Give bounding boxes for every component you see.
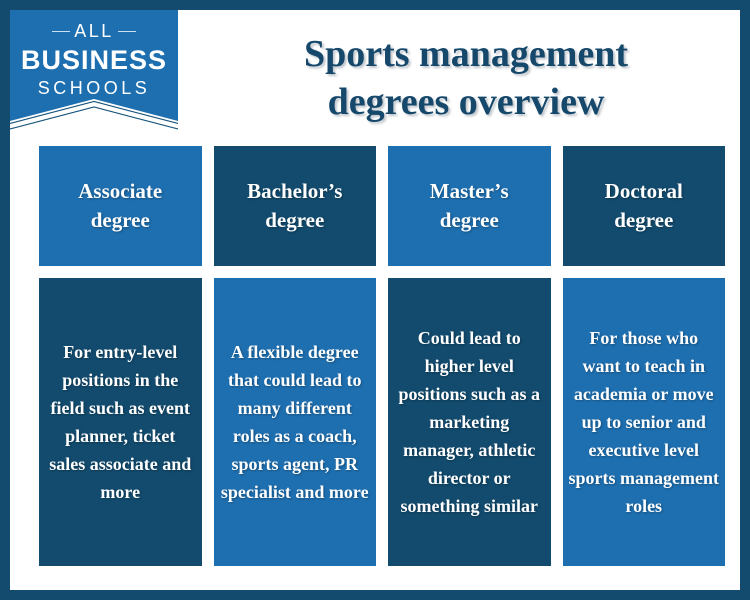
degree-body-masters: Could lead to higher level positions suc…: [388, 278, 551, 566]
degree-header-bachelors[interactable]: Bachelor’s degree: [213, 146, 376, 266]
degree-header-masters-line-2: degree: [439, 208, 499, 232]
degree-body-doctoral: For those who want to teach in academia …: [562, 278, 725, 566]
degree-column-masters: Master’s degree Could lead to higher lev…: [388, 146, 551, 566]
degree-column-bachelors: Bachelor’s degree A flexible degree that…: [213, 146, 376, 566]
degree-body-associate: For entry-level positions in the field s…: [39, 278, 202, 566]
degree-card-grid: Associate degree For entry-level positio…: [39, 146, 725, 566]
degree-header-bachelors-line-2: degree: [265, 208, 325, 232]
degree-body-bachelors-text: A flexible degree that could lead to man…: [220, 342, 369, 502]
degree-header-masters-line-1: Master’s: [429, 179, 509, 203]
brand-logo-line-business: BUSINESS: [20, 45, 168, 75]
degree-header-doctoral[interactable]: Doctoral degree: [562, 146, 725, 266]
degree-header-associate[interactable]: Associate degree: [39, 146, 202, 266]
degree-header-doctoral-line-1: Doctoral: [604, 179, 683, 203]
page-title-line-1: Sports management: [303, 33, 629, 75]
degree-header-associate-line-1: Associate: [78, 179, 163, 203]
brand-logo-line-schools: SCHOOLS: [37, 78, 151, 98]
degree-body-associate-text: For entry-level positions in the field s…: [49, 342, 192, 502]
degree-header-masters[interactable]: Master’s degree: [388, 146, 551, 266]
brand-logo-line-all: ALL: [52, 20, 136, 42]
degree-header-bachelors-line-1: Bachelor’s: [247, 179, 343, 203]
degree-body-bachelors: A flexible degree that could lead to man…: [213, 278, 376, 566]
banner-chevron-icon: [10, 99, 178, 132]
page-title-line-2: degrees overview: [327, 81, 605, 123]
degree-column-associate: Associate degree For entry-level positio…: [39, 146, 202, 566]
degree-column-doctoral: Doctoral degree For those who want to te…: [562, 146, 725, 566]
page-title: Sports management degrees overview: [186, 30, 740, 126]
degree-header-doctoral-line-2: degree: [614, 208, 674, 232]
degree-header-associate-line-2: degree: [90, 208, 150, 232]
brand-logo-line-all-wrapper: ALL: [10, 20, 178, 42]
brand-logo-banner: ALL BUSINESS SCHOOLS: [10, 10, 178, 132]
brand-logo-text: ALL BUSINESS SCHOOLS: [10, 20, 178, 99]
degree-body-masters-text: Could lead to higher level positions suc…: [398, 328, 541, 516]
degree-body-doctoral-text: For those who want to teach in academia …: [568, 328, 720, 516]
